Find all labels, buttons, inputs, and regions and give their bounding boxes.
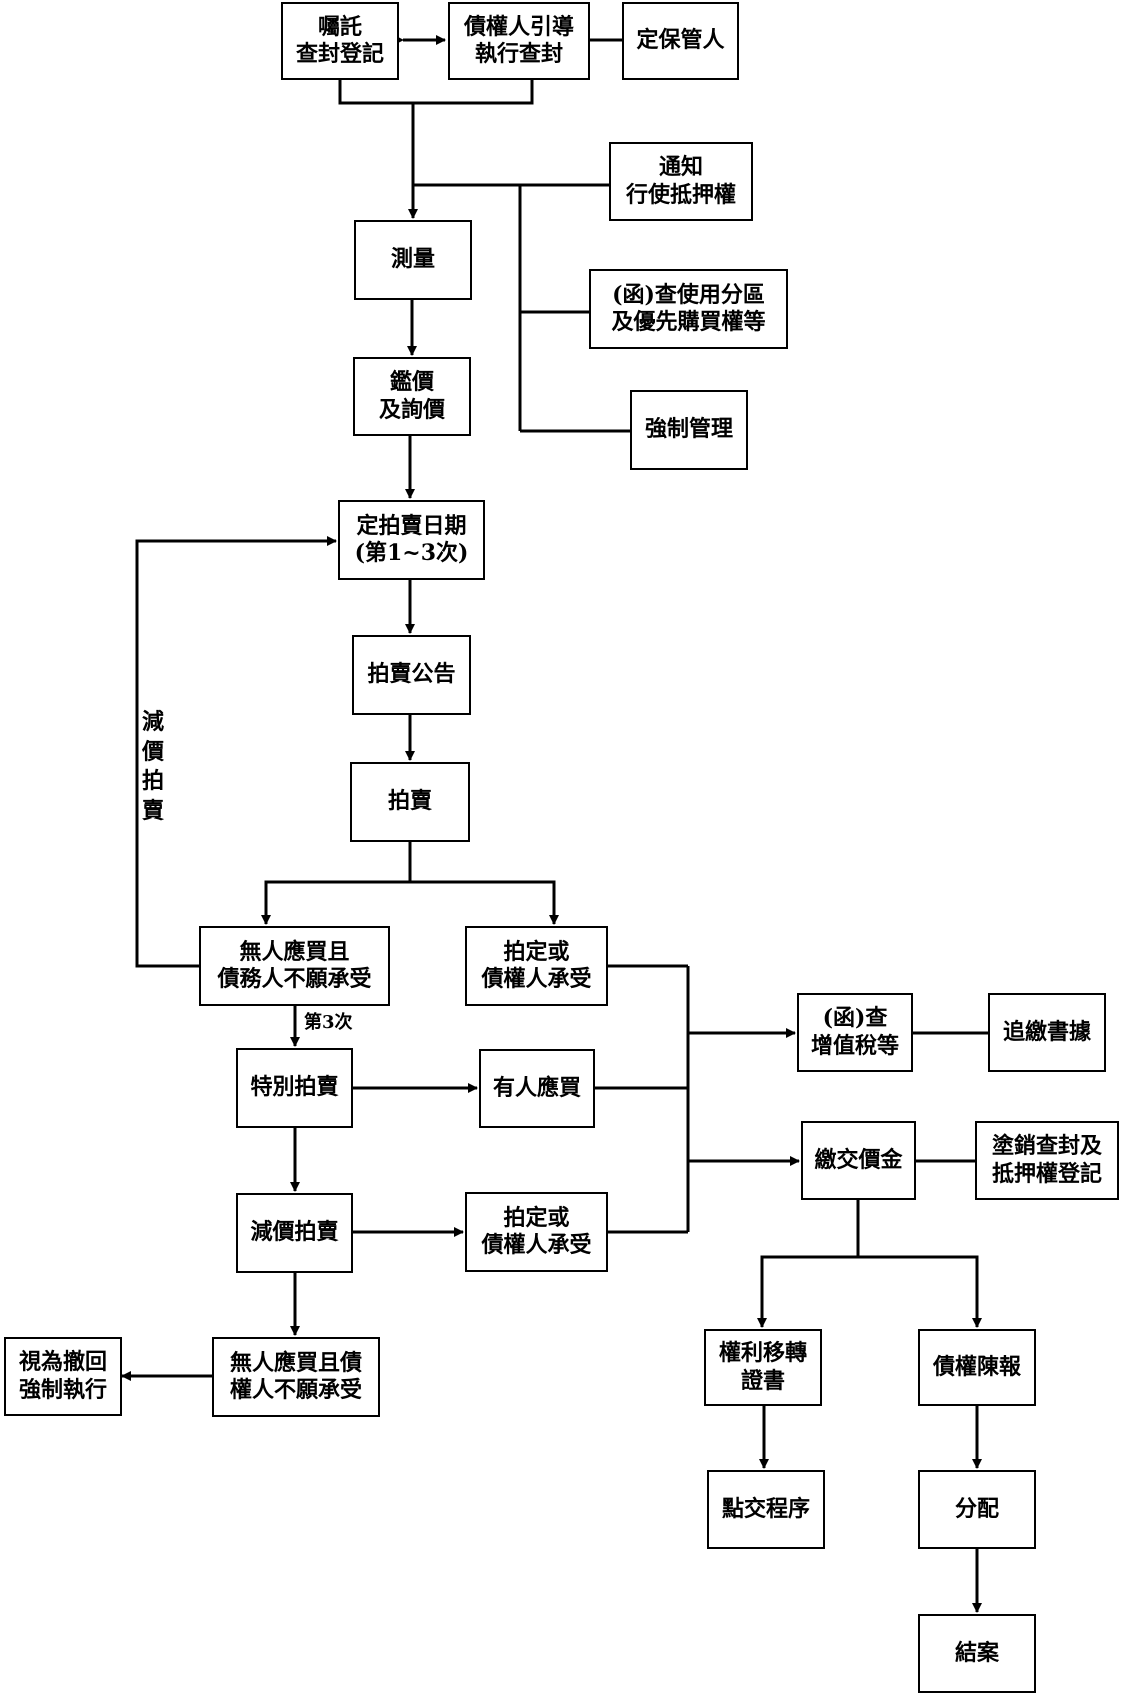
sold-or-creditor-accepts-box-1: 拍定或 債權人承受 xyxy=(465,926,608,1006)
third-time-label: 第3次 xyxy=(304,1012,353,1033)
connector xyxy=(410,880,559,925)
has-bidder-box: 有人應買 xyxy=(479,1049,595,1128)
notify-mortgage-box: 通知 行使抵押權 xyxy=(609,142,753,221)
vat-inquiry-box: (函)查 增值稅等 xyxy=(797,993,913,1072)
no-bidder-debtor-declines-box: 無人應買且 債務人不願承受 xyxy=(199,926,390,1006)
connector xyxy=(135,536,337,968)
appraisal-box: 鑑價 及詢價 xyxy=(353,357,471,436)
rights-transfer-certificate-box: 權利移轉 證書 xyxy=(704,1329,822,1406)
zoning-inquiry-box: (函)查使用分區 及優先購買權等 xyxy=(589,269,788,349)
compulsory-management-box: 強制管理 xyxy=(630,390,748,470)
appoint-custodian-box: 定保管人 xyxy=(622,2,739,80)
no-bidder-creditor-declines-box: 無人應買且債 權人不願承受 xyxy=(212,1337,380,1417)
close-case-box: 結案 xyxy=(918,1614,1036,1693)
creditor-report-box: 債權陳報 xyxy=(918,1329,1036,1406)
handover-procedure-box: 點交程序 xyxy=(707,1470,825,1549)
cancel-registration-box: 塗銷查封及 抵押權登記 xyxy=(975,1121,1119,1200)
connector xyxy=(858,1255,982,1328)
pay-price-box: 繳交價金 xyxy=(801,1121,916,1200)
survey-box: 測量 xyxy=(354,220,472,300)
sold-or-creditor-accepts-box-2: 拍定或 債權人承受 xyxy=(465,1192,608,1272)
auction-box: 拍賣 xyxy=(350,762,470,842)
connector xyxy=(338,80,534,105)
reduced-price-auction-label: 減 價 拍 賣 xyxy=(141,709,164,825)
recover-tax-docs-box: 追繳書據 xyxy=(988,993,1106,1072)
auction-notice-box: 拍賣公告 xyxy=(352,635,471,715)
distribution-box: 分配 xyxy=(918,1470,1036,1549)
reduced-price-auction-box: 減價拍賣 xyxy=(236,1193,353,1273)
connector xyxy=(757,1200,860,1328)
deemed-withdrawn-box: 視為撤回 強制執行 xyxy=(4,1337,122,1416)
connector xyxy=(261,842,412,925)
set-auction-date-box: 定拍賣日期 (第1~3次) xyxy=(338,500,485,580)
creditor-guides-seizure-box: 債權人引導 執行查封 xyxy=(448,2,590,80)
commission-seal-registration-box: 囑託 查封登記 xyxy=(281,2,399,80)
special-auction-box: 特別拍賣 xyxy=(236,1048,353,1128)
